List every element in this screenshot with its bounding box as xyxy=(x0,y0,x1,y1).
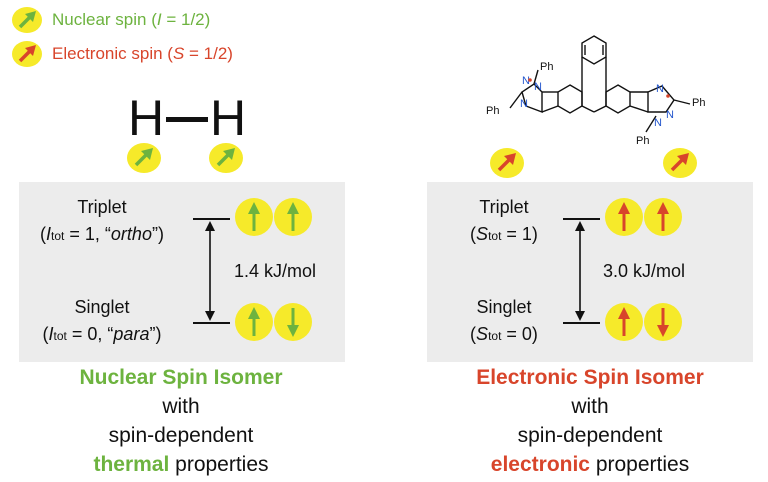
singlet-nuclear-state: (Itot = 0, “para”) xyxy=(42,324,162,344)
singlet-label: Singlet xyxy=(74,297,130,317)
triplet-spin-pair-icon xyxy=(605,198,682,236)
triplet-electronic-state: (Stot = 1) xyxy=(470,224,538,244)
triplet-nuclear-state: (Itot = 1, “ortho”) xyxy=(40,224,164,244)
singlet-electronic-state: (Stot = 0) xyxy=(470,324,538,344)
singlet-level-line xyxy=(563,322,600,324)
caption-thermal-properties: thermal properties xyxy=(93,453,269,476)
legend-nuclear: Nuclear spin (I = 1/2) xyxy=(12,6,210,34)
electronic-spin-icon xyxy=(663,148,697,178)
triplet-level-line xyxy=(193,218,230,220)
nuclear-spin-icon xyxy=(127,143,161,173)
svg-text:N: N xyxy=(534,81,542,93)
triplet-label: Triplet xyxy=(479,197,529,217)
svg-text:Ph: Ph xyxy=(540,61,553,73)
bis-triazinyl-radical-structure: N N N N N N Ph Ph Ph Ph xyxy=(486,35,705,147)
svg-text:Ph: Ph xyxy=(486,105,499,117)
double-arrow-icon xyxy=(575,221,585,321)
svg-text:N: N xyxy=(666,109,674,121)
energy-gap-label: 3.0 kJ/mol xyxy=(603,261,686,281)
singlet-label: Singlet xyxy=(476,297,532,317)
caption-electronic-properties: electronic properties xyxy=(490,453,690,476)
legend-electronic: Electronic spin (S = 1/2) xyxy=(12,40,233,68)
svg-text:Ph: Ph xyxy=(636,135,649,147)
caption-with: with xyxy=(162,395,200,418)
electronic-spin-isomer-title: Electronic Spin Isomer xyxy=(476,366,704,389)
svg-text:N: N xyxy=(656,83,664,95)
caption-spin-dependent: spin-dependent xyxy=(517,424,663,447)
legend-nuclear-label: Nuclear spin (I = 1/2) xyxy=(52,10,211,29)
h-h-bond xyxy=(166,117,208,122)
electronic-spin-icon xyxy=(12,41,42,67)
electronic-energy-panel xyxy=(427,182,753,362)
energy-gap-label: 1.4 kJ/mol xyxy=(234,261,317,281)
hydrogen-atom-right: H xyxy=(210,90,247,146)
nuclear-spin-icon xyxy=(12,7,42,33)
singlet-spin-pair-icon xyxy=(235,303,312,341)
triplet-label: Triplet xyxy=(77,197,127,217)
svg-text:N: N xyxy=(520,98,528,110)
svg-text:N: N xyxy=(654,117,662,129)
triplet-level-line xyxy=(563,218,600,220)
svg-text:N: N xyxy=(522,75,530,87)
legend-electronic-label: Electronic spin (S = 1/2) xyxy=(52,44,233,63)
caption-with: with xyxy=(571,395,609,418)
triplet-spin-pair-icon xyxy=(235,198,312,236)
electronic-spin-icon xyxy=(490,148,524,178)
singlet-spin-pair-icon xyxy=(605,303,682,341)
hydrogen-atom-left: H xyxy=(128,90,165,146)
singlet-level-line xyxy=(193,322,230,324)
caption-spin-dependent: spin-dependent xyxy=(108,424,254,447)
double-arrow-icon xyxy=(205,221,215,321)
svg-text:Ph: Ph xyxy=(692,97,705,109)
nuclear-spin-icon xyxy=(209,143,243,173)
nuclear-spin-isomer-title: Nuclear Spin Isomer xyxy=(79,366,283,389)
